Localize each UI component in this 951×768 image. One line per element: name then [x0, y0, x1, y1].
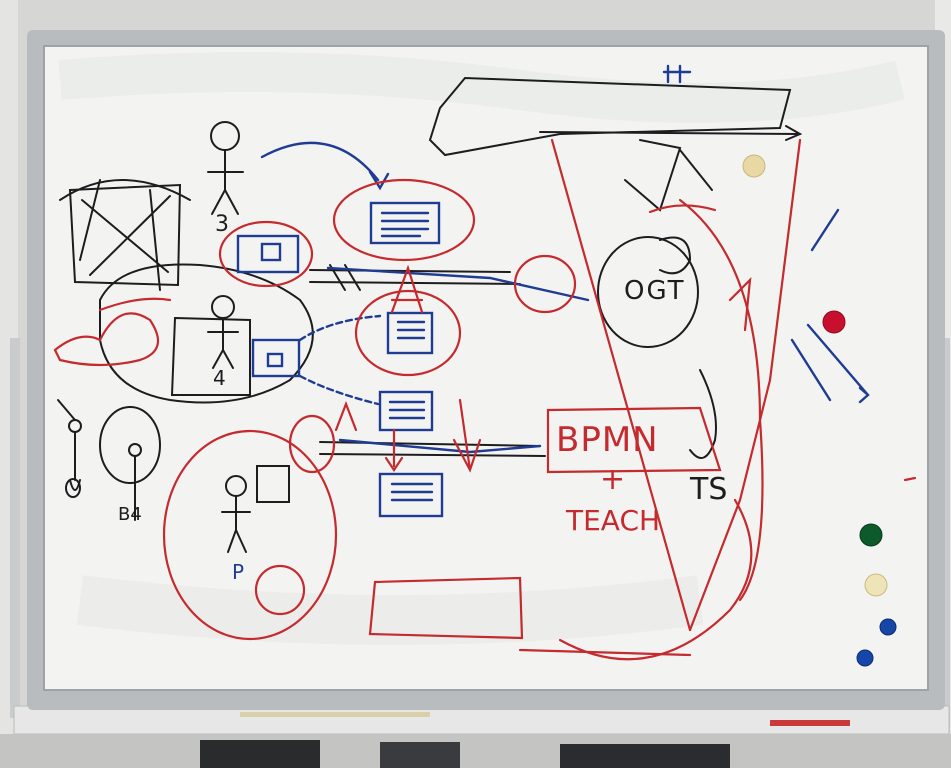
green-magnet: [859, 523, 883, 547]
label-3: 3: [215, 212, 229, 237]
stand-left-pole: [10, 338, 20, 718]
board-surface: [44, 46, 928, 690]
blue-magnet-upper: [879, 618, 897, 636]
blue-magnet-lower: [856, 649, 874, 667]
black-ink-strokes: [57, 76, 803, 553]
red-magnet: [822, 310, 846, 334]
label-ts: TS: [690, 472, 728, 507]
label-ogt: OGT: [624, 276, 686, 306]
red-ink-strokes: [53, 138, 917, 661]
cream-magnet: [864, 573, 888, 597]
label-bpmn: BPMN: [556, 420, 659, 460]
label-p: P: [232, 560, 245, 584]
label-plus: +: [600, 462, 626, 497]
blue-ink-strokes: [236, 64, 870, 518]
magnets: [742, 154, 897, 667]
label-4: 4: [213, 366, 226, 390]
yellow-magnet: [742, 154, 766, 178]
label-teach: TEACH: [566, 504, 661, 537]
label-b4: B4: [118, 504, 142, 525]
